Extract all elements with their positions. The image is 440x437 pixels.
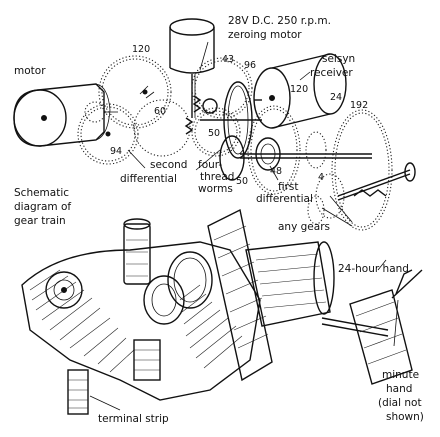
label-terminal-strip: terminal strip	[98, 413, 169, 425]
label-diagram-of: diagram of	[14, 201, 71, 213]
label-schematic: Schematic	[14, 187, 69, 199]
label-second-differential: differential	[120, 173, 177, 185]
gear-number-4: 4	[318, 172, 324, 183]
label-motor: motor	[14, 65, 46, 77]
label-zeroing-motor-spec: 28V D.C. 250 r.p.m.	[228, 15, 331, 27]
label-any-gears: any gears	[278, 221, 330, 233]
annotation-labels: motor 28V D.C. 250 r.p.m. zeroing motor …	[14, 15, 424, 425]
gear-number-96: 96	[244, 60, 256, 71]
gear-number-60: 60	[154, 106, 166, 117]
leader-lines	[89, 41, 399, 411]
gear-number-43: 43	[222, 54, 234, 65]
gear-number-94: 94	[110, 146, 122, 157]
gear-number-50-upper: 50	[208, 128, 220, 139]
gear-cluster-left	[77, 55, 191, 165]
gear-number-50-lower: 50	[236, 176, 248, 187]
label-dial-not: (dial not	[378, 397, 422, 409]
label-selsyn: selsyn	[322, 53, 355, 65]
label-zeroing-motor: zeroing motor	[228, 29, 302, 41]
label-receiver: receiver	[310, 67, 353, 79]
gear-cluster-right	[240, 105, 416, 231]
label-thread: thread	[200, 171, 234, 183]
label-24-hour-hand: 24-hour hand	[338, 263, 409, 275]
clock-mechanism-drawing	[21, 208, 423, 415]
gear-number-192: 192	[350, 100, 368, 111]
label-first: first	[278, 181, 299, 193]
gear-numbers: 120 60 94 43 96 50 50 120 24 192 48 4	[110, 44, 368, 187]
selsyn-receiver-drawing	[253, 53, 347, 129]
label-worms: worms	[198, 183, 233, 195]
label-gear-train: gear train	[14, 215, 66, 227]
label-minute: minute	[382, 369, 419, 381]
label-shown: shown)	[386, 411, 424, 423]
label-hand: hand	[386, 383, 412, 395]
label-first-differential: differential	[256, 193, 313, 205]
body-hatching	[29, 269, 243, 373]
gear-number-120-right: 120	[290, 84, 308, 95]
label-second: second	[150, 159, 187, 171]
zeroing-motor-drawing	[169, 18, 215, 118]
label-four: four-	[198, 159, 222, 171]
gear-number-48: 48	[270, 166, 282, 177]
gear-number-120-left: 120	[132, 44, 150, 55]
gear-number-24: 24	[330, 92, 342, 103]
motor-drawing	[13, 83, 118, 147]
